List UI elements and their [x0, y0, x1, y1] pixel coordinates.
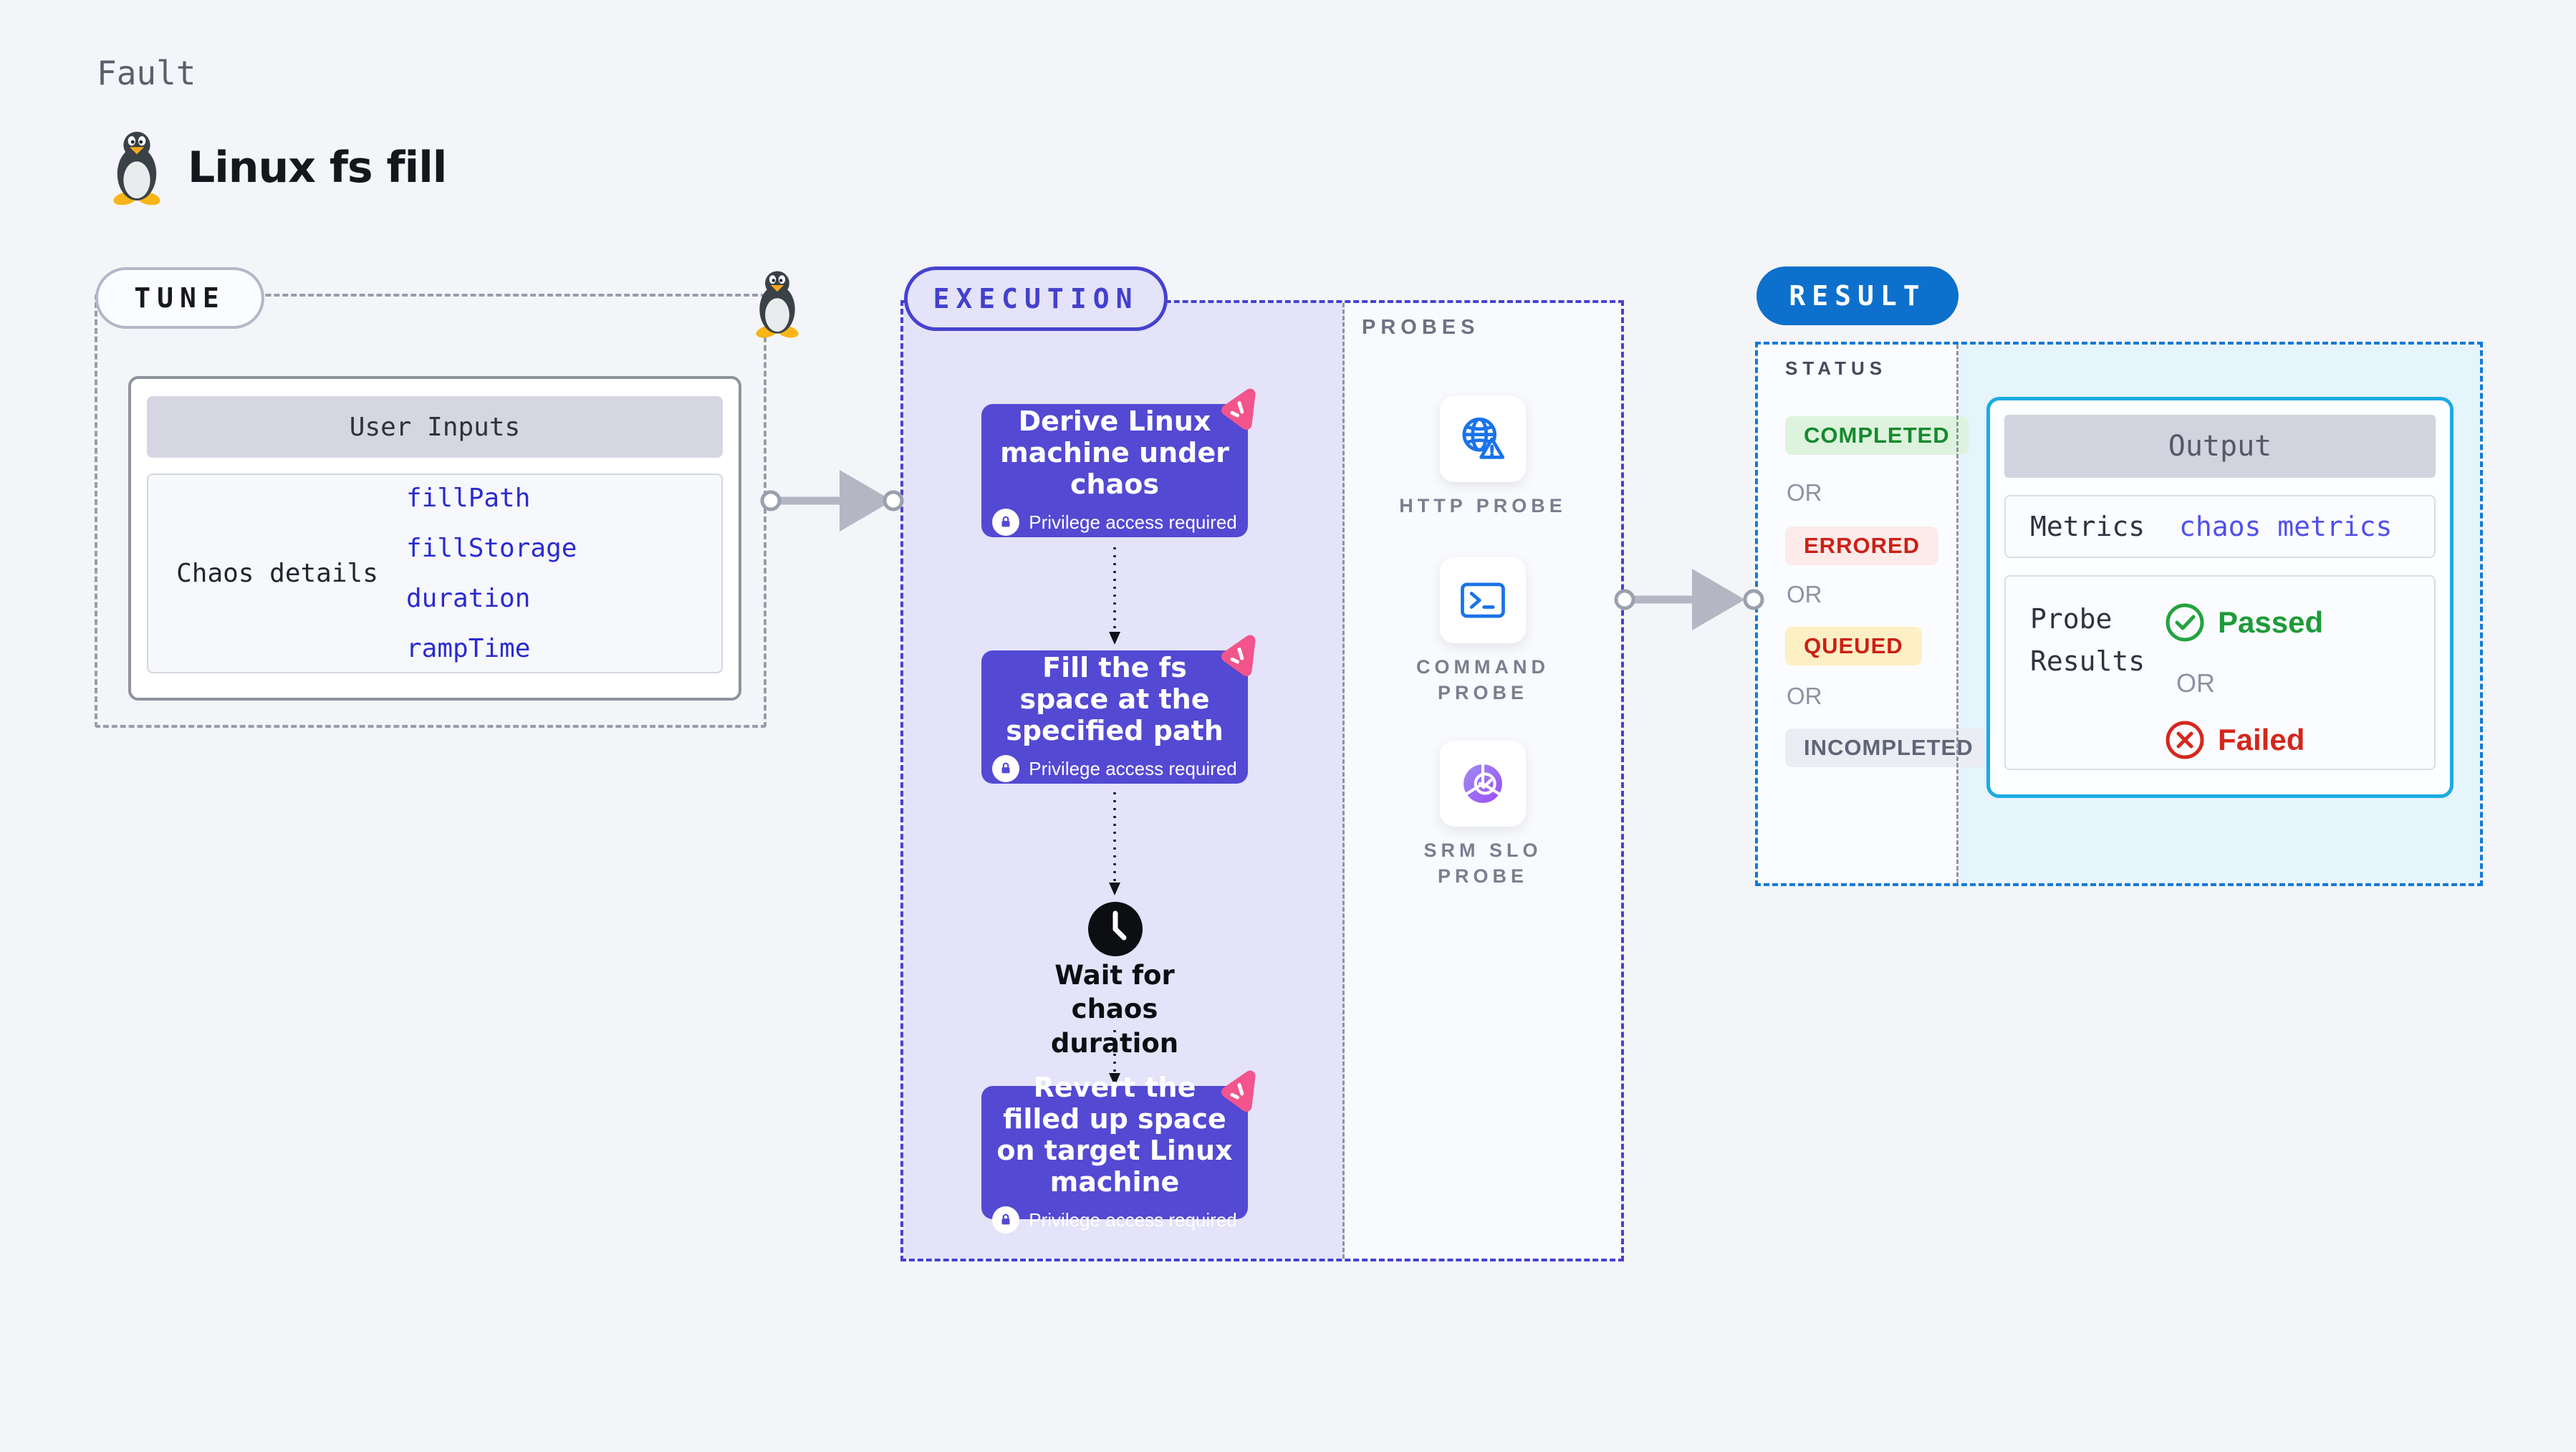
probe-command: COMMAND PROBE	[1345, 557, 1621, 706]
x-circle-icon	[2166, 721, 2204, 759]
step-text: Revert the filled up space on target Lin…	[996, 1071, 1233, 1198]
status-output-divider	[1956, 345, 1959, 883]
step-card-derive: Derive Linux machine under chaos Privile…	[981, 388, 1256, 537]
status-chip-queued: QUEUED	[1785, 627, 1922, 665]
value-ramptime[interactable]: rampTime	[406, 634, 531, 663]
clock-icon	[1087, 901, 1143, 957]
check-circle-icon	[2166, 603, 2204, 642]
user-inputs-card: User Inputs Chaos details fillPath fillS…	[128, 376, 741, 701]
step-card-revert: Revert the filled up space on target Lin…	[981, 1070, 1256, 1234]
tux-icon	[113, 131, 160, 205]
step-card-fill: Fill the fs space at the specified path …	[981, 635, 1256, 784]
tune-pill: TUNE	[95, 267, 264, 329]
probe-results-label: Probe Results	[2030, 603, 2145, 677]
fault-kicker: Fault	[97, 54, 196, 92]
privilege-badge: Privilege access required	[992, 1206, 1237, 1234]
output-header: Output	[2004, 415, 2436, 478]
arrow-execution-to-result	[1614, 569, 1764, 630]
probes-lane: PROBES HTTP PROBE	[1345, 303, 1621, 1259]
arrow-tune-to-execution	[760, 470, 904, 532]
value-fillstorage[interactable]: fillStorage	[406, 534, 577, 563]
result-section: STATUS COMPLETED OR ERRORED OR QUEUED OR…	[1755, 342, 2483, 886]
or-separator: OR	[2176, 668, 2215, 698]
metrics-label: Metrics	[2030, 511, 2145, 542]
probe-http: HTTP PROBE	[1345, 396, 1621, 519]
tux-small-icon	[756, 271, 799, 338]
privilege-label: Privilege access required	[1029, 757, 1237, 779]
lock-icon	[992, 755, 1020, 783]
chaos-details-label: Chaos details	[176, 559, 378, 588]
privilege-label: Privilege access required	[1029, 511, 1237, 533]
user-inputs-panel: Chaos details fillPath fillStorage durat…	[147, 473, 723, 673]
status-chip-completed: COMPLETED	[1785, 416, 1969, 455]
failed-label: Failed	[2218, 723, 2305, 756]
status-column: STATUS COMPLETED OR ERRORED OR QUEUED OR…	[1758, 345, 1992, 883]
status-chip-errored: ERRORED	[1785, 527, 1939, 565]
privilege-badge: Privilege access required	[992, 509, 1237, 537]
connector-step2-wait	[1109, 792, 1120, 895]
value-fillpath[interactable]: fillPath	[406, 484, 531, 513]
globe-alert-icon	[1462, 417, 1505, 459]
page-title: Linux fs fill	[188, 143, 447, 193]
step-text: Derive Linux machine under chaos	[1000, 405, 1229, 501]
user-inputs-header: User Inputs	[147, 396, 723, 458]
connector-step1-step2	[1109, 547, 1120, 645]
probe-srm-slo: SRM SLO PROBE	[1345, 741, 1621, 889]
lock-icon	[992, 1206, 1020, 1234]
status-chip-incompleted: INCOMPLETED	[1785, 729, 1992, 767]
srm-slo-probe-tile[interactable]	[1440, 741, 1526, 827]
chaos-details-values: fillPath fillStorage duration rampTime	[406, 475, 577, 672]
or-separator: OR	[1787, 683, 1822, 709]
privilege-badge: Privilege access required	[992, 755, 1237, 783]
value-duration[interactable]: duration	[406, 584, 531, 613]
status-title: STATUS	[1785, 357, 1888, 379]
probe-name: COMMAND PROBE	[1416, 656, 1549, 703]
connector-wait-step3	[1109, 1030, 1120, 1086]
execution-probes-divider	[1342, 303, 1345, 1259]
privilege-label: Privilege access required	[1029, 1208, 1237, 1231]
probe-name: HTTP PROBE	[1399, 495, 1567, 516]
execution-pill: EXECUTION	[904, 266, 1168, 331]
lock-icon	[992, 509, 1020, 537]
slo-donut-icon	[1464, 761, 1502, 803]
chaos-experiment-icon	[1221, 635, 1256, 676]
or-separator: OR	[1787, 581, 1822, 607]
command-probe-tile[interactable]	[1440, 557, 1526, 643]
chaos-metrics-link[interactable]: chaos metrics	[2179, 511, 2393, 542]
tune-section	[95, 294, 766, 728]
probe-name: SRM SLO PROBE	[1423, 840, 1542, 887]
output-card: Output Metrics chaos metrics Probe Resul…	[1986, 397, 2454, 798]
passed-label: Passed	[2218, 605, 2324, 639]
chaos-experiment-icon	[1221, 1070, 1256, 1112]
terminal-icon	[1461, 582, 1505, 618]
result-pill: RESULT	[1756, 266, 1959, 325]
chaos-experiment-icon	[1221, 388, 1256, 430]
wait-step-label: Wait for chaos duration	[1050, 960, 1179, 1059]
failed-result: Failed	[2165, 720, 2305, 760]
or-separator: OR	[1787, 479, 1822, 506]
probe-results-row: Probe Results Passed OR Failed	[2004, 575, 2436, 770]
http-probe-tile[interactable]	[1440, 396, 1526, 482]
execution-section: Derive Linux machine under chaos Privile…	[900, 300, 1624, 1261]
passed-result: Passed	[2165, 602, 2323, 643]
probes-title: PROBES	[1362, 316, 1480, 339]
page-header: Linux fs fill	[106, 130, 447, 205]
step-text: Fill the fs space at the specified path	[1006, 651, 1224, 747]
metrics-row: Metrics chaos metrics	[2004, 495, 2436, 558]
